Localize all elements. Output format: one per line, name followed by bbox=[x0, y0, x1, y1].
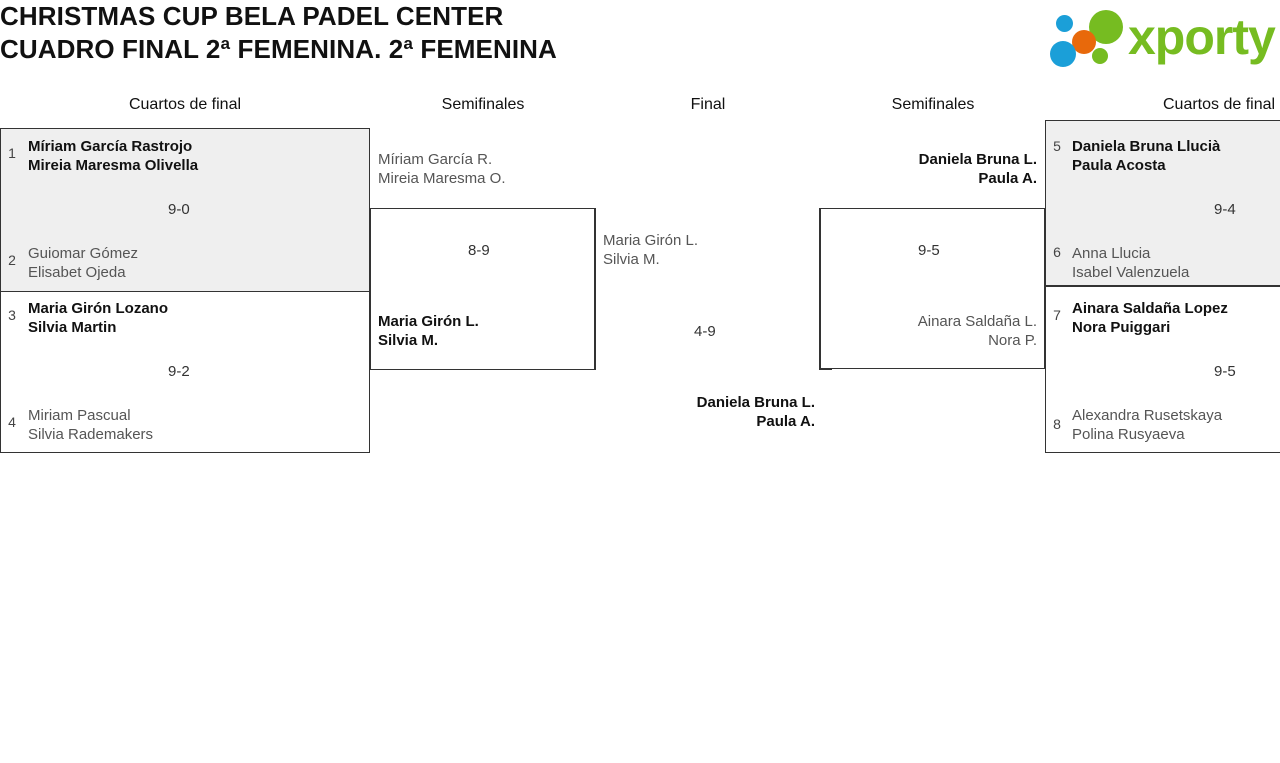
team-player-2: Paula Acosta bbox=[1072, 157, 1166, 174]
team-qf-right-2-top: Ainara Saldaña Lopez Nora Puiggari bbox=[1072, 299, 1228, 337]
team-player-1: Maria Girón Lozano bbox=[28, 300, 169, 317]
score-qf-left-2: 9-2 bbox=[168, 363, 190, 380]
round-header-quarterfinals-right: Cuartos de final bbox=[1163, 96, 1276, 113]
final-stub-right bbox=[819, 369, 832, 370]
team-player-1: Míriam García Rastrojo bbox=[28, 138, 193, 155]
team-player-1: Anna Llucia bbox=[1072, 245, 1151, 262]
final-stub-left bbox=[583, 369, 596, 370]
team-semifinal-left-top: Míriam García R. Mireia Maresma O. bbox=[378, 150, 506, 188]
round-header-semifinals-left: Semifinales bbox=[441, 96, 525, 113]
team-player-2: Silvia Martin bbox=[28, 319, 117, 336]
round-header-quarterfinals-left: Cuartos de final bbox=[128, 96, 242, 113]
title-line-tournament: CHRISTMAS CUP BELA PADEL CENTER bbox=[0, 1, 504, 31]
match-box-qf-left-2[interactable] bbox=[0, 291, 370, 453]
team-player-2: Elisabet Ojeda bbox=[28, 264, 126, 281]
team-qf-left-2-top: Maria Girón Lozano Silvia Martin bbox=[28, 299, 168, 337]
score-qf-right-2: 9-5 bbox=[1214, 363, 1236, 380]
team-player-2: Silvia Rademakers bbox=[28, 426, 154, 443]
team-qf-right-1-top: Daniela Bruna Llucià Paula Acosta bbox=[1072, 137, 1220, 175]
team-player-1: Daniela Bruna L. bbox=[696, 394, 815, 411]
score-final: 4-9 bbox=[694, 323, 716, 340]
seed-number-6: 6 bbox=[1053, 244, 1061, 260]
seed-number-5: 5 bbox=[1053, 138, 1061, 154]
logo-dot-green-small bbox=[1092, 48, 1108, 64]
team-semifinal-right-bottom: Ainara Saldaña L. Nora P. bbox=[820, 312, 1037, 350]
team-player-1: Ainara Saldaña L. bbox=[917, 313, 1037, 330]
seed-number-8: 8 bbox=[1053, 416, 1061, 432]
score-semifinal-left: 8-9 bbox=[468, 242, 490, 259]
score-qf-right-1: 9-4 bbox=[1214, 201, 1236, 218]
team-semifinal-left-bottom: Maria Girón L. Silvia M. bbox=[378, 312, 479, 350]
logo-dot-blue-large bbox=[1050, 41, 1076, 67]
team-player-1: Míriam García R. bbox=[378, 151, 493, 168]
logo-dot-blue-small bbox=[1056, 15, 1073, 32]
match-box-semifinal-right[interactable] bbox=[820, 208, 1045, 369]
match-box-semifinal-left[interactable] bbox=[370, 208, 595, 370]
team-player-1: Guiomar Gómez bbox=[28, 245, 139, 262]
team-player-1: Alexandra Rusetskaya bbox=[1072, 407, 1223, 424]
team-player-1: Daniela Bruna Llucià bbox=[1072, 138, 1221, 155]
round-header-final: Final bbox=[690, 96, 726, 113]
team-player-2: Mireia Maresma O. bbox=[378, 170, 506, 187]
xporty-logo[interactable]: xporty bbox=[1048, 4, 1276, 70]
team-final-top: Maria Girón L. Silvia M. bbox=[603, 231, 698, 269]
tournament-bracket: 1 Míriam García Rastrojo Mireia Maresma … bbox=[0, 120, 1280, 460]
team-player-2: Mireia Maresma Olivella bbox=[28, 157, 199, 174]
team-player-2: Nora Puiggari bbox=[1072, 319, 1171, 336]
team-qf-right-2-bottom: Alexandra Rusetskaya Polina Rusyaeva bbox=[1072, 406, 1222, 444]
team-final-bottom: Daniela Bruna L. Paula A. bbox=[591, 393, 815, 431]
team-player-1: Ainara Saldaña Lopez bbox=[1072, 300, 1228, 317]
logo-wordmark: xporty bbox=[1128, 9, 1276, 65]
team-qf-left-2-bottom: Miriam Pascual Silvia Rademakers bbox=[28, 406, 153, 444]
team-player-2: Silvia M. bbox=[603, 251, 660, 268]
team-player-2: Isabel Valenzuela bbox=[1072, 264, 1190, 281]
seed-number-7: 7 bbox=[1053, 307, 1061, 323]
match-box-qf-right-1[interactable] bbox=[1045, 120, 1280, 286]
seed-number-4: 4 bbox=[8, 414, 16, 430]
team-player-1: Miriam Pascual bbox=[28, 407, 131, 424]
team-player-1: Maria Girón L. bbox=[378, 313, 479, 330]
team-player-1: Maria Girón L. bbox=[603, 232, 699, 249]
title-line-category: CUADRO FINAL 2ª FEMENINA. 2ª FEMENINA bbox=[0, 34, 557, 64]
match-box-qf-left-1[interactable] bbox=[0, 128, 370, 294]
team-semifinal-right-top: Daniela Bruna L. Paula A. bbox=[820, 150, 1037, 188]
team-player-2: Paula A. bbox=[978, 170, 1037, 187]
team-qf-left-1-bottom: Guiomar Gómez Elisabet Ojeda bbox=[28, 244, 138, 282]
seed-number-1: 1 bbox=[8, 145, 16, 161]
team-qf-right-1-bottom: Anna Llucia Isabel Valenzuela bbox=[1072, 244, 1189, 282]
score-semifinal-right: 9-5 bbox=[918, 242, 940, 259]
team-qf-left-1-top: Míriam García Rastrojo Mireia Maresma Ol… bbox=[28, 137, 198, 175]
team-player-2: Silvia M. bbox=[378, 332, 439, 349]
logo-dot-orange bbox=[1072, 30, 1096, 54]
team-player-2: Paula A. bbox=[756, 413, 815, 430]
match-box-qf-right-2[interactable] bbox=[1045, 286, 1280, 453]
team-player-2: Nora P. bbox=[988, 332, 1037, 349]
page-title: CHRISTMAS CUP BELA PADEL CENTER CUADRO F… bbox=[0, 0, 900, 66]
team-player-1: Daniela Bruna L. bbox=[918, 151, 1037, 168]
seed-number-2: 2 bbox=[8, 252, 16, 268]
final-rail-left bbox=[595, 208, 596, 370]
team-player-2: Polina Rusyaeva bbox=[1072, 426, 1185, 443]
round-header-semifinals-right: Semifinales bbox=[891, 96, 975, 113]
score-qf-left-1: 9-0 bbox=[168, 201, 190, 218]
final-rail-right bbox=[819, 208, 820, 370]
seed-number-3: 3 bbox=[8, 307, 16, 323]
